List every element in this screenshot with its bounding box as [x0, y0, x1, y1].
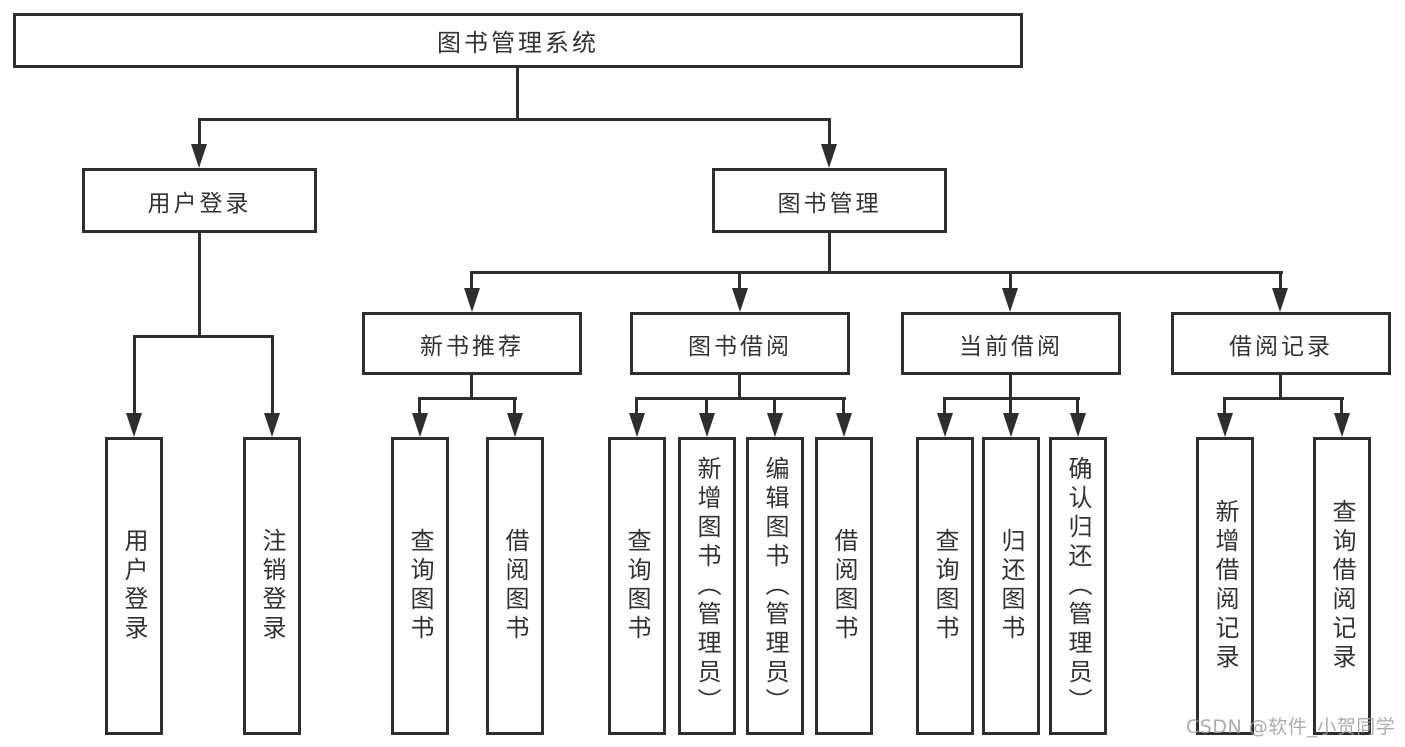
arrow-borrow-edit [767, 413, 783, 437]
node-borrowing-records: 借阅记录 [1171, 312, 1391, 375]
connector-records-hline [1223, 397, 1344, 400]
node-leaf-records-add-record: 新增借阅记录 [1196, 437, 1254, 735]
arrow-records-add [1217, 413, 1233, 437]
connector-bookmgmt-stub-1 [470, 271, 473, 293]
connector-userlogin-hline [133, 335, 274, 338]
connector-records-vstub [1279, 375, 1282, 400]
node-current-borrowing: 当前借阅 [901, 312, 1121, 375]
arrow-to-user-login-leaf [126, 413, 142, 437]
connector-bookmgmt-stub-3 [1009, 271, 1012, 293]
arrow-to-user-login [191, 144, 207, 168]
arrow-borrow-lend [836, 413, 852, 437]
connector-borrow-stub-3 [773, 397, 776, 417]
connector-newbook-hline [419, 397, 517, 400]
connector-root-left-stub [198, 118, 201, 148]
node-leaf-logout: 注销登录 [243, 437, 301, 735]
arrow-current-confirm [1070, 413, 1086, 437]
connector-records-stub-2 [1340, 397, 1343, 417]
connector-newbook-stub-1 [418, 397, 421, 417]
node-user-login: 用户登录 [82, 168, 317, 233]
connector-newbook-stub-2 [513, 397, 516, 417]
node-leaf-current-return-books: 归还图书 [982, 437, 1040, 735]
node-leaf-borrow-edit-books-admin: 编辑图书（管理员） [746, 437, 804, 735]
node-leaf-newbook-borrow-books: 借阅图书 [486, 437, 544, 735]
connector-userlogin-stub-2 [271, 335, 274, 417]
node-leaf-borrow-add-books-admin: 新增图书（管理员） [678, 437, 736, 735]
node-leaf-user-login: 用户登录 [105, 437, 163, 735]
arrow-records-query [1334, 413, 1350, 437]
arrow-to-book-borrow [732, 288, 748, 312]
csdn-watermark: CSDN @软件_小贺同学 [1186, 716, 1396, 738]
arrow-current-return [1003, 413, 1019, 437]
node-leaf-current-query-books: 查询图书 [916, 437, 974, 735]
node-leaf-current-confirm-return-admin: 确认归还（管理员） [1049, 437, 1107, 735]
connector-borrow-vstub [738, 375, 741, 400]
arrow-to-borrow-records [1272, 288, 1288, 312]
node-library-management-system: 图书管理系统 [13, 13, 1023, 68]
connector-current-stub-1 [943, 397, 946, 417]
connector-root-right-stub [828, 118, 831, 148]
connector-root-hline [198, 118, 831, 121]
connector-borrow-stub-2 [705, 397, 708, 417]
connector-root-vstub [516, 68, 519, 121]
arrow-newbook-query [412, 413, 428, 437]
arrow-to-logout-leaf [264, 413, 280, 437]
connector-borrow-stub-1 [635, 397, 638, 417]
node-leaf-records-query-record: 查询借阅记录 [1313, 437, 1371, 735]
connector-userlogin-stub-1 [133, 335, 136, 417]
connector-bookmgmt-stub-2 [738, 271, 741, 293]
connector-bookmgmt-stub-4 [1279, 271, 1282, 293]
connector-current-stub-3 [1076, 397, 1079, 417]
connector-borrow-stub-4 [842, 397, 845, 417]
node-new-book-recommendation: 新书推荐 [362, 312, 582, 375]
arrow-newbook-borrow [507, 413, 523, 437]
arrow-to-book-management [821, 144, 837, 168]
connector-userlogin-vstub [198, 233, 201, 338]
arrow-current-query [937, 413, 953, 437]
connector-records-stub-1 [1223, 397, 1226, 417]
node-leaf-borrow-lend-books: 借阅图书 [815, 437, 873, 735]
connector-bookmgmt-vstub [828, 233, 831, 274]
connector-bookmgmt-hline [470, 271, 1283, 274]
node-book-management: 图书管理 [712, 168, 947, 233]
connector-current-vstub [1009, 375, 1012, 400]
connector-borrow-hline [635, 397, 846, 400]
node-leaf-newbook-query-books: 查询图书 [391, 437, 449, 735]
connector-newbook-vstub [470, 375, 473, 400]
node-book-borrowing: 图书借阅 [630, 312, 850, 375]
arrow-borrow-query [629, 413, 645, 437]
arrow-borrow-add [699, 413, 715, 437]
arrow-to-current-borrow [1002, 288, 1018, 312]
arrow-to-new-book-rec [464, 288, 480, 312]
connector-current-stub-2 [1009, 397, 1012, 417]
node-leaf-borrow-query-books: 查询图书 [608, 437, 666, 735]
